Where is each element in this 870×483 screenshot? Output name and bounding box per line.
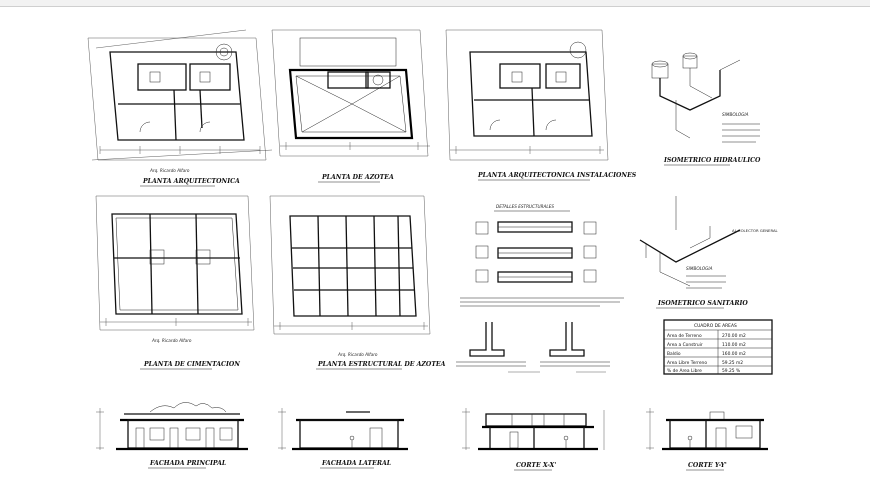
corte-y: CORTE Y-Y' — [646, 408, 768, 471]
areas-row-value: 59.25 m2 — [722, 360, 743, 366]
plan-instalaciones-title: PLANTA ARQUITECTONICA INSTALACIONES — [477, 172, 637, 179]
corte-y-title: CORTE Y-Y' — [688, 462, 727, 469]
areas-row-label: Area Libre Terreno — [667, 360, 707, 366]
plan-estructural-title: PLANTA ESTRUCTURAL DE AZOTEA — [317, 361, 446, 368]
plan-cimentacion-title: PLANTA DE CIMENTACION — [143, 361, 240, 368]
areas-row-value: 160.00 m2 — [722, 351, 746, 357]
plan-instalaciones: PLANTA ARQUITECTONICA INSTALACIONES — [445, 29, 637, 181]
plan-arquitectonica-author: Arq. Ricardo Alfaro — [149, 168, 190, 173]
corte-x-title: CORTE X-X' — [516, 462, 556, 469]
plan-cimentacion: Arq. Ricardo Alfaro PLANTA DE CIMENTACIO… — [95, 195, 255, 370]
detalles-estructurales: DETALLES ESTRUCTURALES — [456, 204, 624, 373]
areas-table: CUADRO DE AREAS Area de Terreno 270.00 m… — [663, 319, 773, 375]
plan-arquitectonica-title: PLANTA ARQUITECTONICA — [142, 178, 240, 185]
areas-table-title: CUADRO DE AREAS — [694, 323, 737, 329]
fachada-lateral: FACHADA LATERAL — [278, 408, 408, 469]
areas-row-label: Area de Terreno — [667, 333, 702, 339]
isometrico-hidraulico-title: ISOMETRICO HIDRAULICO — [663, 157, 761, 164]
isometrico-sanitario-title: ISOMETRICO SANITARIO — [657, 300, 748, 307]
plan-cimentacion-author: Arq. Ricardo Alfaro — [151, 338, 192, 343]
areas-row-value: 59.25 % — [722, 368, 740, 374]
areas-row-label: Baldio — [667, 351, 681, 357]
areas-row-value: 270.00 m2 — [722, 333, 746, 339]
simbologia-sanitaria-title: SIMBOLOGIA — [686, 266, 713, 271]
plan-estructural: Arq. Ricardo Alfaro PLANTA ESTRUCTURAL D… — [269, 195, 446, 370]
fachada-principal: FACHADA PRINCIPAL — [96, 402, 248, 469]
plan-arquitectonica: Arq. Ricardo Alfaro PLANTA ARQUITECTONIC… — [87, 29, 273, 187]
isometrico-hidraulico: SIMBOLOGIA ISOMETRICO HIDRAULICO — [651, 52, 761, 166]
areas-row-value: 110.00 m2 — [722, 342, 746, 348]
fachada-lateral-title: FACHADA LATERAL — [321, 460, 391, 467]
areas-row-label: % de Area Libre — [667, 368, 702, 374]
plan-azotea: PLANTA DE AZOTEA — [271, 29, 430, 183]
fachada-principal-title: FACHADA PRINCIPAL — [149, 460, 226, 467]
plan-azotea-title: PLANTA DE AZOTEA — [321, 174, 394, 181]
isometrico-sanitario: AL COLECTOR GENERAL SIMBOLOGIA ISOMETRIC… — [639, 196, 779, 309]
detalles-title: DETALLES ESTRUCTURALES — [496, 204, 554, 209]
corte-x: CORTE X-X' — [462, 408, 605, 471]
simbologia-hidraulica-title: SIMBOLOGIA — [722, 112, 749, 117]
plan-estructural-author: Arq. Ricardo Alfaro — [337, 352, 378, 357]
colector-label: AL COLECTOR GENERAL — [732, 228, 779, 233]
areas-row-label: Area a Construir — [667, 342, 703, 348]
top-border — [0, 0, 870, 7]
